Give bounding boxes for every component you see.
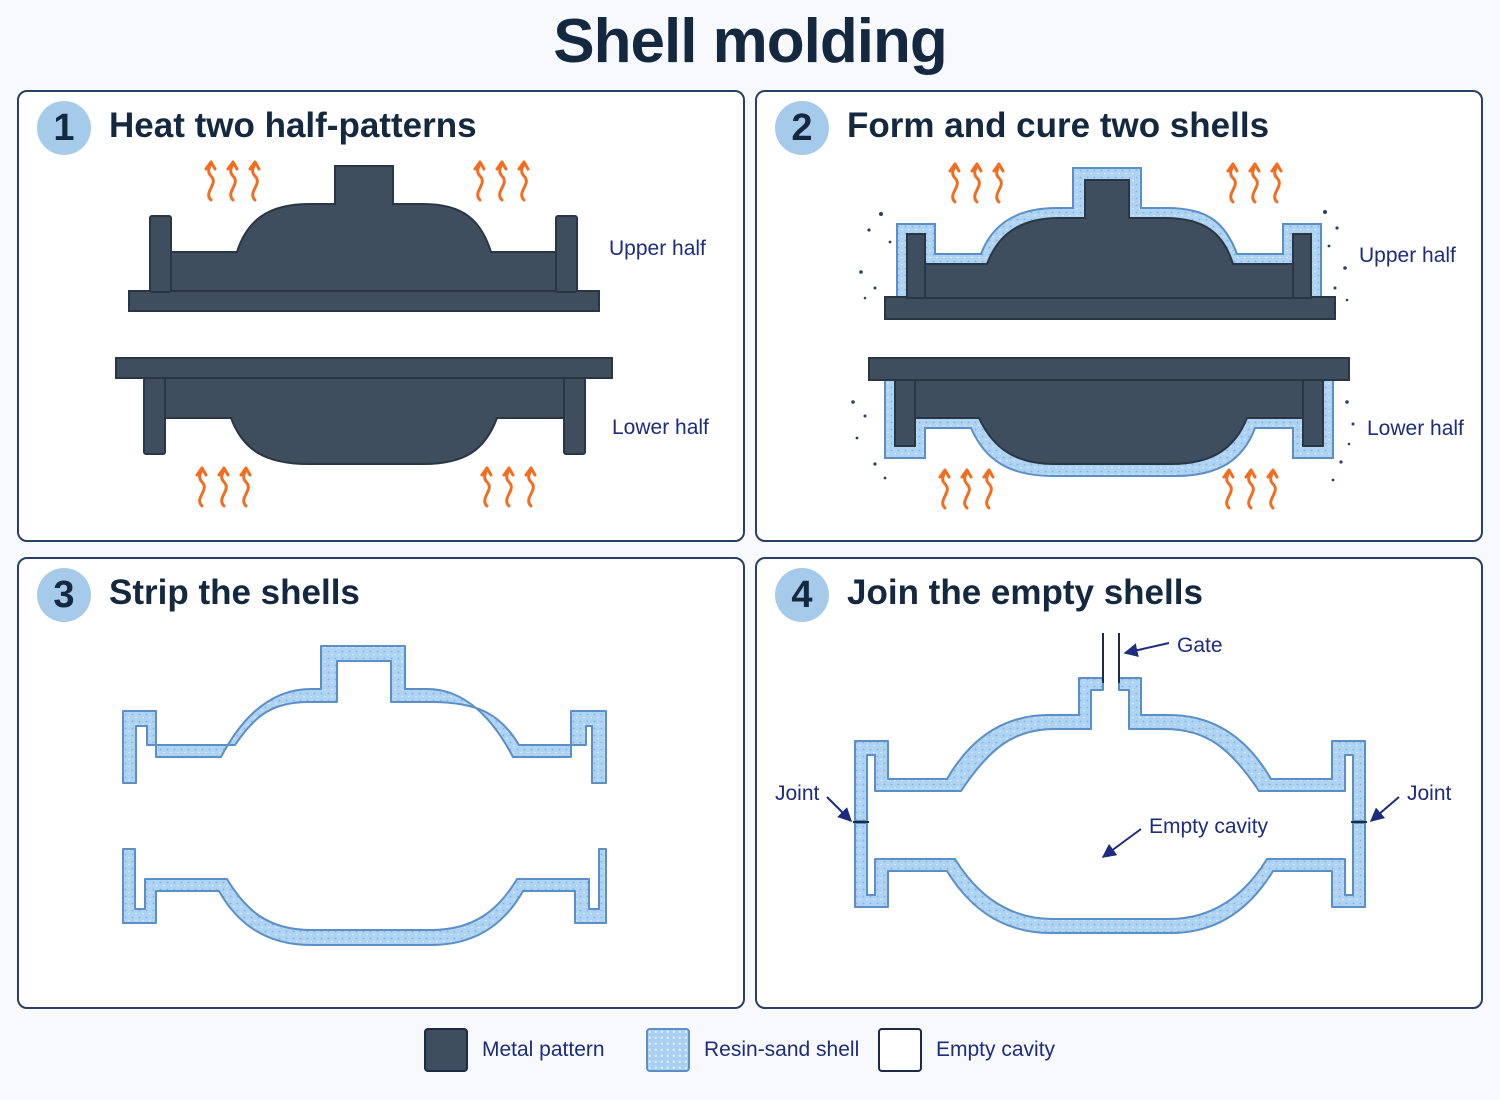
gate-opening [1102,633,1120,683]
upper-half-pattern [128,165,600,312]
upper-half-pattern [884,179,1336,320]
step-number-badge: 1 [37,101,91,155]
panel-strip-shells: 3 Strip the shells [17,557,745,1009]
upper-resin-shell [122,645,607,784]
upper-half-label: Upper half [609,237,706,260]
gate-label: Gate [1177,634,1223,657]
lower-resin-shell [122,848,607,946]
joined-resin-shell [854,677,1366,934]
panel-join-shells: 4 Join the empty shells Gate Joint Joint… [755,557,1483,1009]
heat-patterns-diagram: Upper half Lower half [115,160,709,508]
panel-title: Form and cure two shells [847,106,1270,145]
sand-particles-icon [851,210,1355,482]
legend: Metal pattern Resin-sand shell Empty cav… [0,1026,1500,1076]
legend-label: Resin-sand shell [704,1038,860,1061]
joint-right-label: Joint [1407,782,1452,805]
empty-cavity-swatch [878,1028,922,1072]
joined-shells-diagram: Gate Joint Joint Empty cavity [775,633,1452,934]
upper-half-label: Upper half [1359,244,1456,267]
page-title: Shell molding [553,7,947,76]
joint-left-label: Joint [775,782,820,805]
metal-pattern-swatch [424,1028,468,1072]
lower-half-label: Lower half [1367,417,1464,440]
legend-label: Empty cavity [936,1038,1056,1061]
panel-title: Join the empty shells [847,573,1203,612]
panel-heat-patterns: 1 Heat two half-patterns Upper half Lowe… [17,90,745,542]
callout-arrows [826,642,1400,858]
panel-title: Heat two half-patterns [109,106,477,145]
step-number-badge: 2 [775,101,829,155]
lower-half-pattern [868,357,1350,465]
stripped-shells-diagram [122,645,607,946]
step-number-badge: 4 [775,568,829,622]
form-shells-diagram: Upper half Lower half [851,162,1464,510]
lower-half-pattern [115,357,613,465]
panel-title: Strip the shells [109,573,360,612]
legend-label: Metal pattern [482,1038,605,1061]
resin-sand-shell-swatch [646,1028,690,1072]
panel-form-shells: 2 Form and cure two shells [755,90,1483,542]
lower-half-label: Lower half [612,416,709,439]
step-number-badge: 3 [37,568,91,622]
empty-cavity-label: Empty cavity [1149,815,1269,838]
